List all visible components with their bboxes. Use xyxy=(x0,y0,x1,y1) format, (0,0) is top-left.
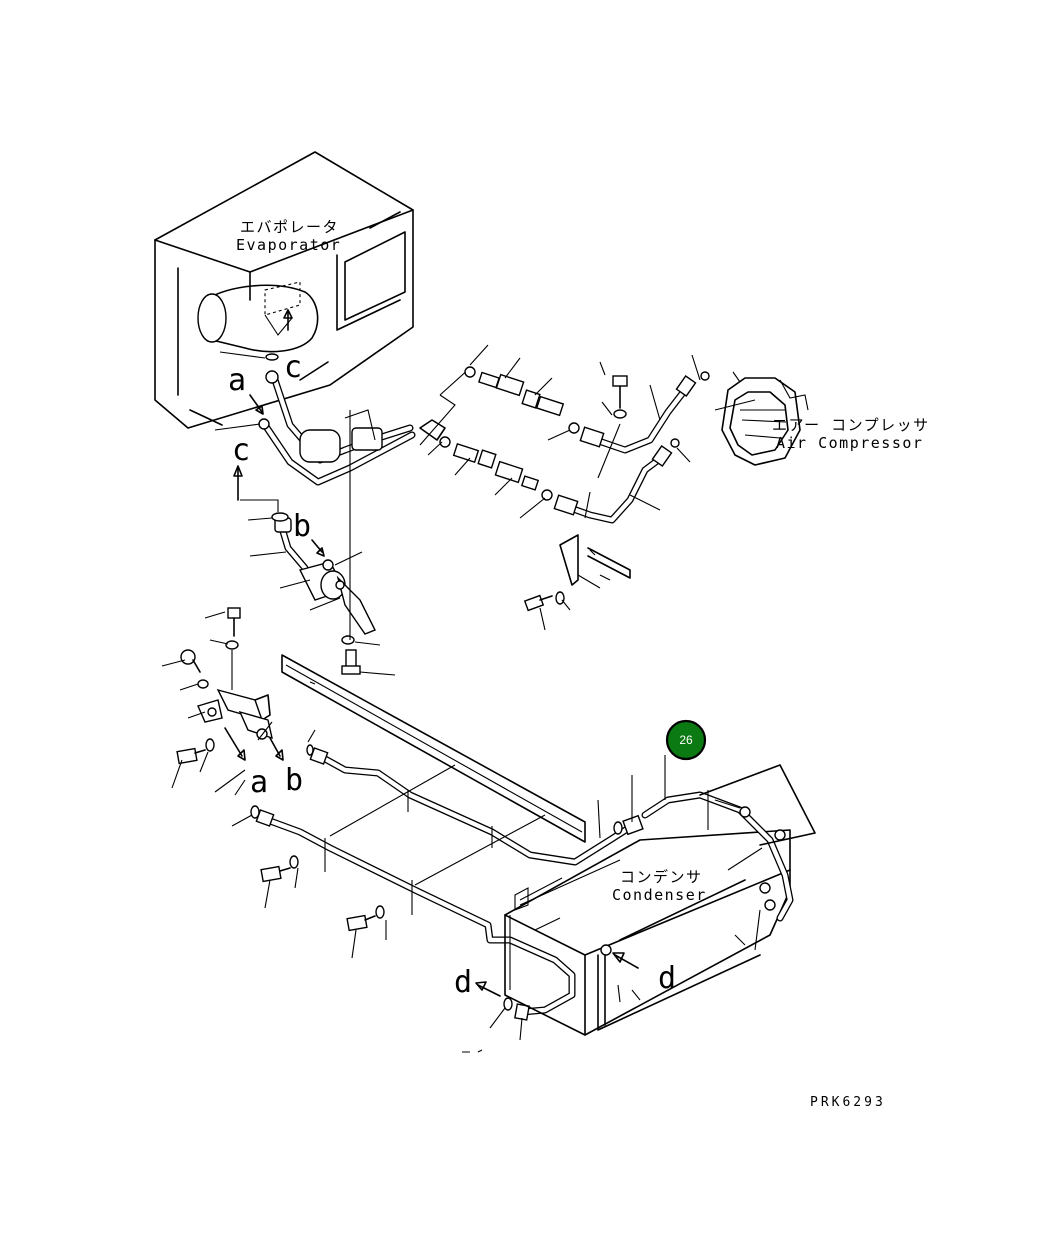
ref-letter-a-low: a xyxy=(250,765,268,800)
evaporator-label-en: Evaporator xyxy=(236,236,341,254)
ref-letter-a-top: a xyxy=(228,363,246,398)
callout-26-marker[interactable] xyxy=(665,719,707,761)
compressor-label-en: Air Compressor xyxy=(776,434,923,452)
ref-letter-b-low: b xyxy=(285,763,303,798)
mid-fittings xyxy=(419,344,580,519)
callout-26-number[interactable]: 26 xyxy=(679,733,693,747)
ref-letter-c-top: c xyxy=(284,350,302,385)
mid-bracket xyxy=(523,534,631,631)
ref-letter-c-left: c xyxy=(232,433,250,468)
lower-left-bracket xyxy=(161,607,284,796)
lower-piping xyxy=(231,729,644,1041)
compressor-label-jp: エアー コンプレッサ xyxy=(772,416,930,434)
drawing-code: PRK6293 xyxy=(810,1095,886,1110)
callout-26[interactable]: 26 xyxy=(664,719,707,800)
ref-letter-d-left: d xyxy=(454,965,472,1000)
ref-letter-d-right: d xyxy=(658,961,676,996)
condenser-unit xyxy=(504,764,816,1036)
air-compressor xyxy=(714,371,809,466)
compressor-piping xyxy=(553,354,710,524)
evaporator-label-jp: エバポレータ xyxy=(240,218,339,236)
ref-letter-b-mid: b xyxy=(293,509,311,544)
receiver-dryer xyxy=(214,351,396,676)
condenser-label-en: Condenser xyxy=(612,886,707,904)
evaporator-piping xyxy=(258,353,416,486)
evaporator-unit xyxy=(154,151,414,429)
long-rail xyxy=(281,654,586,843)
condenser-label-jp: コンデンサ xyxy=(620,868,703,886)
